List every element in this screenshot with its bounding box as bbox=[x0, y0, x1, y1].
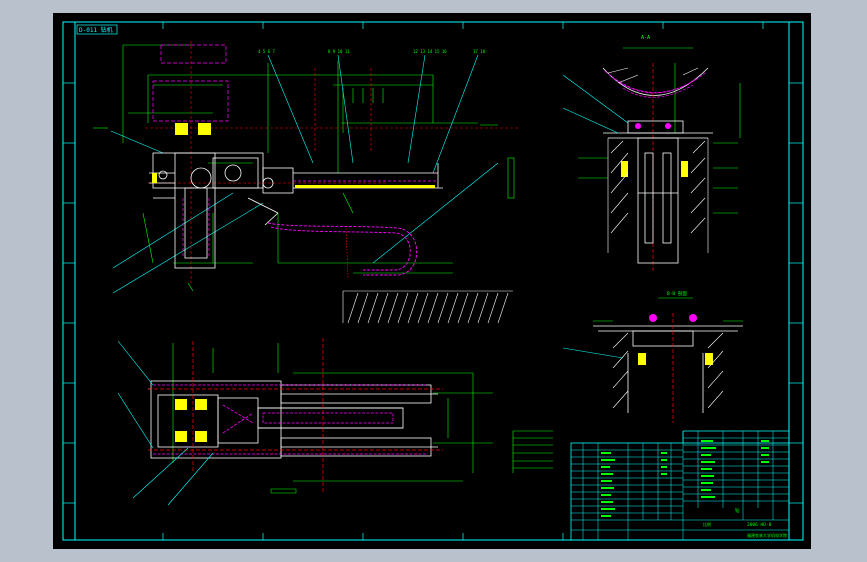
drawing-number: 2006 HD-0 bbox=[747, 522, 772, 528]
drawing-name: 钻 bbox=[735, 507, 740, 514]
plan-block bbox=[195, 399, 207, 410]
frame-zone-ticks bbox=[63, 22, 803, 540]
rail bbox=[295, 185, 435, 188]
svg-text:8 9 10 11: 8 9 10 11 bbox=[328, 49, 350, 54]
svg-text:4 5 6 7: 4 5 6 7 bbox=[258, 49, 275, 54]
plan-block bbox=[195, 431, 207, 442]
section-a-view: A-A bbox=[562, 35, 741, 273]
plan-view bbox=[117, 338, 553, 506]
company-name: 福建农林大学机电学院 bbox=[747, 532, 787, 538]
svg-text:17 18: 17 18 bbox=[473, 49, 486, 54]
title-tag-box bbox=[76, 24, 118, 35]
title-tag: D-011 钻机 bbox=[79, 26, 113, 34]
front-view: 4 5 6 7 8 9 10 11 12 13 14 15 16 17 18 bbox=[93, 41, 518, 324]
svg-text:12 13 14 15 16: 12 13 14 15 16 bbox=[413, 49, 447, 54]
cad-drawing-canvas[interactable]: D-011 钻机 bbox=[53, 13, 811, 549]
cad-drawing: D-011 钻机 bbox=[62, 21, 804, 541]
scale-label: 比例 bbox=[703, 521, 711, 527]
inner-frame bbox=[74, 21, 790, 541]
plan-block bbox=[175, 431, 187, 442]
section-a-label: A-A bbox=[641, 35, 650, 41]
clamp-block bbox=[198, 123, 211, 135]
section-b-label: B-B 剖面 bbox=[667, 290, 687, 297]
title-block: 钻 2006 HD-0 比例 福建农林大学机电学院 bbox=[570, 430, 790, 541]
plan-block bbox=[175, 399, 187, 410]
clamp-block bbox=[175, 123, 188, 135]
section-b-view: B-B 剖面 bbox=[562, 290, 743, 423]
